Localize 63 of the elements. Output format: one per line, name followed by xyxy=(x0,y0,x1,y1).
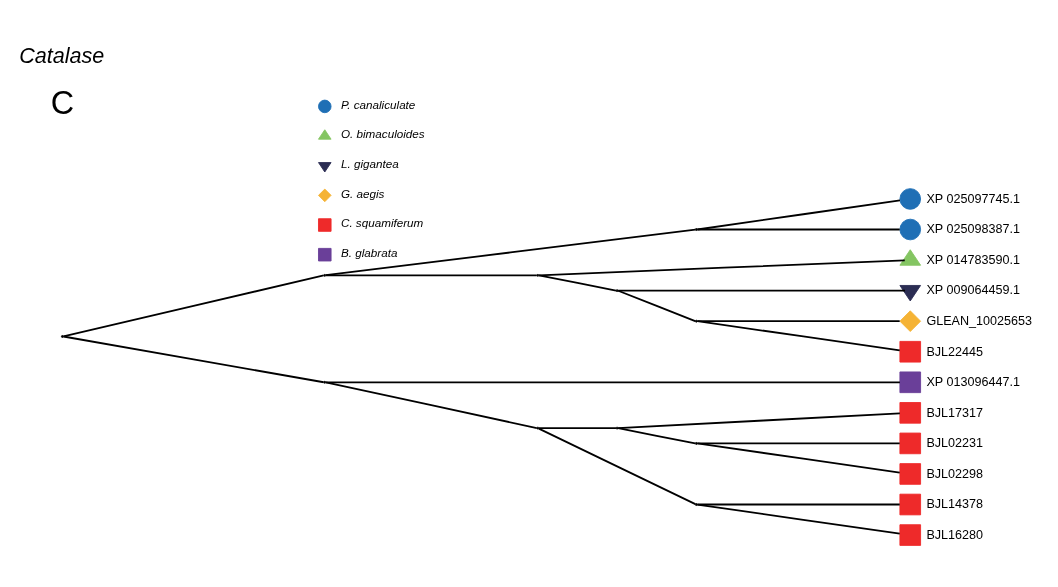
node-label: XP 025097745.1 xyxy=(926,191,1020,206)
node-point xyxy=(615,426,619,430)
node-point xyxy=(323,273,327,277)
connector xyxy=(617,412,901,429)
connector xyxy=(538,258,906,276)
legend-label: P. canaliculate xyxy=(340,97,416,111)
legend-label: B. glabrata xyxy=(340,245,398,259)
connector xyxy=(696,503,901,505)
connector xyxy=(696,319,901,351)
legend-label: L. gigantea xyxy=(340,156,399,170)
node-label: XP 014783590.1 xyxy=(926,252,1020,267)
node-box xyxy=(899,432,922,454)
label: Catalase xyxy=(19,42,105,68)
connector xyxy=(696,442,901,444)
connector xyxy=(617,289,697,322)
node-point xyxy=(694,319,698,323)
legend-label: O. bimaculoides xyxy=(340,126,425,140)
node-point xyxy=(615,288,619,292)
node-point xyxy=(60,334,64,338)
connector xyxy=(324,380,538,429)
node-label: BJL17317 xyxy=(926,405,984,420)
node-box xyxy=(899,371,922,393)
connector xyxy=(325,380,901,383)
connector xyxy=(696,198,901,230)
node-circle xyxy=(899,218,922,240)
label: C xyxy=(50,84,75,121)
connector xyxy=(696,503,901,535)
connector xyxy=(324,273,538,276)
node-point xyxy=(536,273,540,277)
node-point xyxy=(694,227,698,231)
node-label: BJL16280 xyxy=(926,527,984,542)
connector xyxy=(696,442,901,473)
node-box xyxy=(899,462,922,485)
node-label: BJL02231 xyxy=(926,435,984,450)
node-label: BJL02298 xyxy=(926,466,984,481)
node-label: BJL22445 xyxy=(926,344,984,359)
node-label: XP 009064459.1 xyxy=(926,282,1020,297)
node-point xyxy=(536,426,540,430)
node-label: BJL14378 xyxy=(926,496,984,511)
connector xyxy=(696,319,901,322)
connector xyxy=(538,274,617,291)
connector xyxy=(537,427,697,505)
node-label: XP 025098387.1 xyxy=(926,221,1020,236)
node-label: XP 013096447.1 xyxy=(926,374,1020,389)
connector xyxy=(617,426,697,444)
node-box xyxy=(899,493,922,515)
legend-label: C. squamiferum xyxy=(340,215,424,229)
node-circle xyxy=(899,187,922,210)
node-box xyxy=(899,523,922,546)
node-box xyxy=(899,401,922,424)
connector xyxy=(538,426,617,429)
legend-label: G. aegis xyxy=(340,186,385,200)
node-point xyxy=(694,502,698,506)
node-box xyxy=(899,340,922,362)
connector xyxy=(62,335,325,383)
node-point xyxy=(323,380,327,384)
node-point xyxy=(694,441,698,445)
connector xyxy=(324,228,697,276)
connector xyxy=(62,274,325,337)
connector xyxy=(696,228,901,230)
node-diamond xyxy=(899,309,922,332)
connector xyxy=(617,289,906,292)
node-label: GLEAN_10025653 xyxy=(926,313,1033,328)
